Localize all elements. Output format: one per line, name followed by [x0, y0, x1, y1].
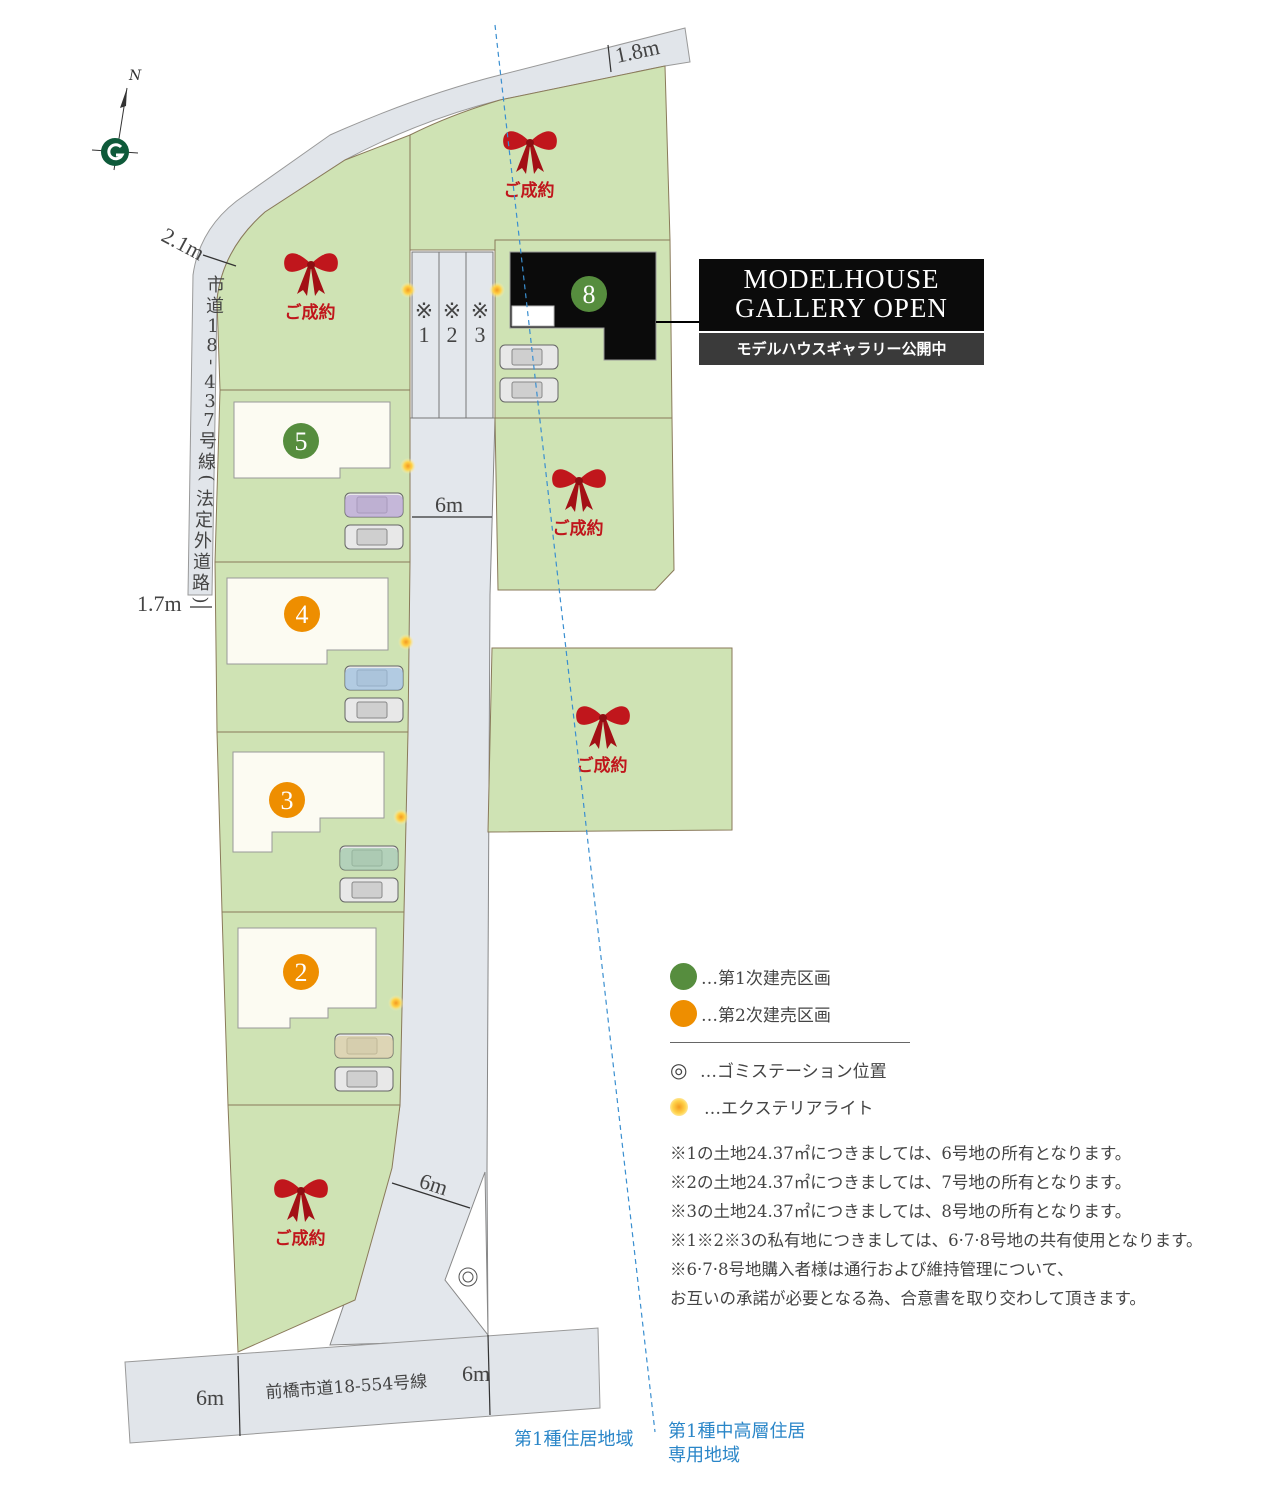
svg-text:(: ( [196, 474, 217, 481]
bottom-road [124, 1327, 601, 1444]
shared-lot-mark: ※ [415, 298, 433, 323]
svg-text:3: 3 [281, 786, 294, 815]
dimension-arrows [190, 44, 612, 1437]
svg-text:1: 1 [207, 316, 218, 337]
svg-text:法: 法 [196, 489, 214, 510]
svg-text:ご成約: ご成約 [275, 1228, 326, 1249]
svg-text:4: 4 [296, 600, 309, 629]
shared-lot-mark: ※ [443, 298, 461, 323]
note: ※3の土地24.37㎡につきましては、8号地の所有となります。 [670, 1202, 1132, 1221]
svg-text:-: - [201, 359, 222, 365]
svg-text:2: 2 [295, 958, 308, 987]
svg-text:外: 外 [194, 531, 212, 552]
legend-phase2: …第2次建売区画 [670, 995, 1270, 1032]
zone-label-left: 第1種住居地域 [514, 1429, 634, 1450]
modelhouse-subtitle: モデルハウスギャラリー公開中 [699, 331, 984, 365]
zone-boundary-line [494, 24, 656, 1433]
note: お互いの承諾が必要となる為、合意書を取り交わして頂きます。 [670, 1289, 1146, 1308]
sold-marker: ご成約 [284, 253, 338, 323]
left-road-name: 市 道 1 8 - 4 3 7 号 線 ( 法 定 外 道 路 ) [190, 275, 225, 604]
sold-marker: ご成約 [503, 131, 557, 201]
legend-light-label: …エクステリアライト [704, 1099, 874, 1119]
access-road-width-label: 6m [435, 492, 463, 517]
svg-text:8: 8 [583, 280, 596, 309]
svg-text:7: 7 [203, 410, 214, 431]
svg-text:道: 道 [193, 552, 211, 573]
note: ※6·7·8号地購入者様は通行および維持管理について、 [670, 1260, 1074, 1279]
green-dot-icon [670, 963, 697, 990]
house-3 [232, 751, 385, 853]
legend-phase2-label: …第2次建売区画 [701, 1006, 831, 1026]
garbage-station-icon: ◎ [670, 1057, 688, 1082]
lot-bottom-left-sold [227, 1104, 401, 1353]
svg-text:定: 定 [195, 510, 213, 531]
svg-text:3: 3 [204, 391, 215, 412]
bottom-road-width-left-label: 6m [196, 1385, 224, 1410]
shared-lot-number: 2 [447, 322, 458, 347]
shared-lot-number: 1 [419, 322, 430, 347]
note: ※1の土地24.37㎡につきましては、6号地の所有となります。 [670, 1144, 1132, 1163]
legend-phase1: …第1次建売区画 [670, 958, 1270, 995]
garbage-station-area [444, 1171, 489, 1337]
exterior-lights [388, 282, 505, 1011]
svg-text:): ) [190, 596, 211, 603]
legend-divider [670, 1042, 910, 1043]
svg-text:4: 4 [204, 372, 215, 393]
svg-text:ご成約: ご成約 [504, 180, 555, 201]
lot-badge-8: 8 [571, 276, 607, 312]
zone-label-right: 第1種中高層住居専用地域 [668, 1421, 806, 1466]
svg-text:ご成約: ご成約 [577, 755, 628, 776]
lot-badge-5: 5 [283, 423, 319, 459]
svg-text:ご成約: ご成約 [553, 518, 604, 539]
sold-marker: ご成約 [274, 1179, 328, 1249]
legend: …第1次建売区画 …第2次建売区画 ◎ …ゴミステーション位置 …エクステリアライ… [670, 958, 1270, 1313]
legend-light: …エクステリアライト [670, 1088, 1270, 1125]
legend-garbage-label: …ゴミステーション位置 [700, 1062, 887, 1082]
lot-badge-3: 3 [269, 782, 305, 818]
note: ※1※2※3の私有地につきましては、6·7·8号地の共有使用となります。 [670, 1231, 1203, 1250]
lot-badge-2: 2 [283, 954, 319, 990]
lot-badge-4: 4 [284, 596, 320, 632]
svg-text:ご成約: ご成約 [285, 302, 336, 323]
exterior-light-icon [670, 1097, 688, 1116]
compass-icon: N [91, 68, 142, 171]
shared-lot-mark: ※ [471, 298, 489, 323]
sold-marker: ご成約 [552, 469, 606, 539]
left-road-width-label: 1.7m [137, 591, 182, 616]
legend-phase1-label: …第1次建売区画 [701, 969, 831, 989]
svg-text:市: 市 [207, 275, 225, 296]
svg-text:5: 5 [295, 427, 308, 456]
svg-text:路: 路 [192, 573, 210, 594]
svg-text:線: 線 [198, 452, 216, 473]
legend-garbage: ◎ …ゴミステーション位置 [670, 1051, 1270, 1088]
svg-text:道: 道 [206, 296, 224, 317]
svg-text:N: N [128, 68, 142, 84]
svg-text:号: 号 [199, 431, 217, 452]
garbage-station-icon [458, 1267, 478, 1287]
sold-marker: ご成約 [576, 706, 630, 776]
shared-lots: ※ 1 ※ 2 ※ 3 [411, 251, 494, 419]
orange-dot-icon [670, 1000, 697, 1027]
svg-text:8: 8 [206, 335, 217, 356]
note: ※2の土地24.37㎡につきましては、7号地の所有となります。 [670, 1173, 1132, 1192]
bottom-road-width-right-label: 6m [462, 1361, 490, 1386]
shared-lot-number: 3 [475, 322, 486, 347]
